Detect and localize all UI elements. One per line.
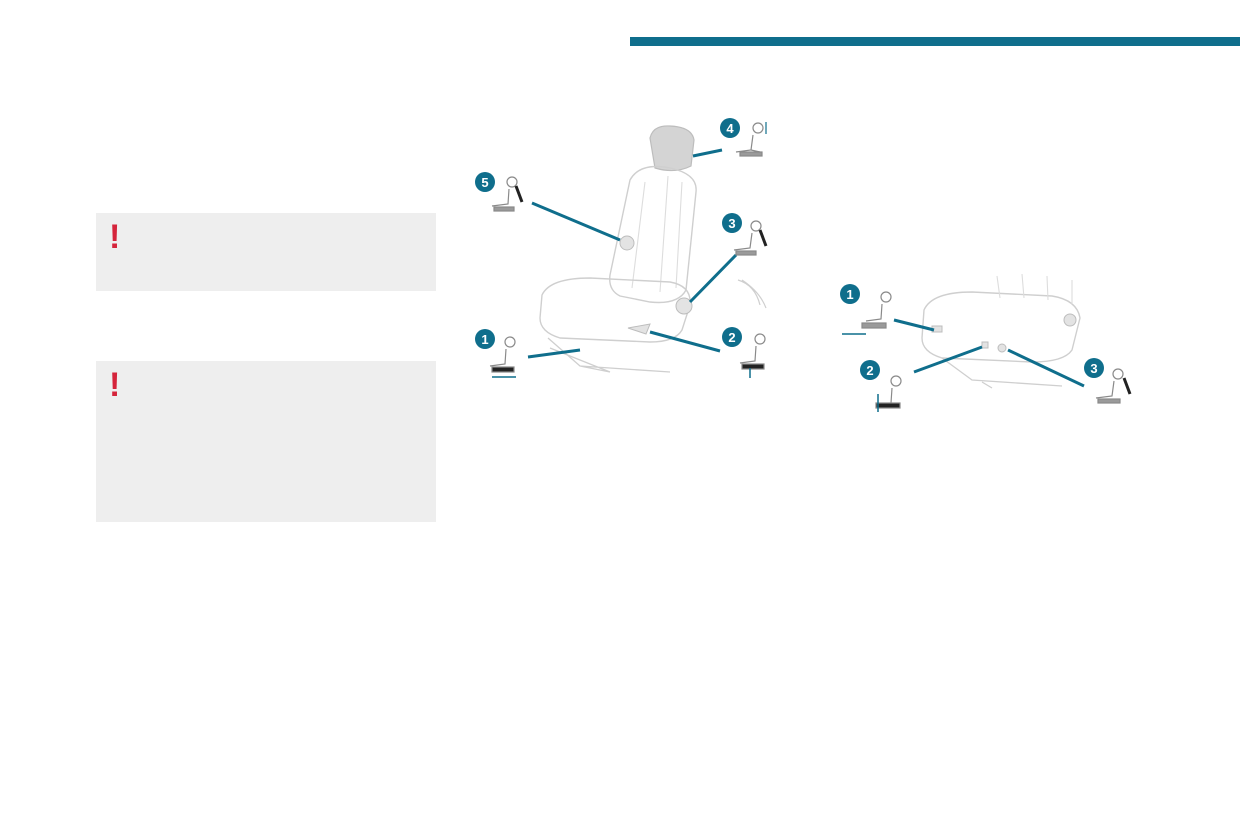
warning-box-1: ! bbox=[96, 213, 436, 291]
leader-line-4 bbox=[692, 148, 723, 158]
height-lever bbox=[627, 323, 651, 335]
svg-text:3: 3 bbox=[1090, 361, 1097, 376]
leader-line-2 bbox=[913, 345, 983, 374]
callout-3: 3 bbox=[722, 213, 742, 233]
header-accent-bar bbox=[630, 37, 1240, 46]
svg-text:1: 1 bbox=[846, 287, 853, 302]
seat-cushion bbox=[539, 277, 691, 343]
exclamation-icon: ! bbox=[109, 366, 121, 404]
pictogram-lumbar bbox=[491, 176, 524, 212]
svg-text:5: 5 bbox=[481, 175, 488, 190]
leader-line-1 bbox=[893, 318, 935, 332]
seat-cushion bbox=[921, 291, 1081, 363]
svg-text:3: 3 bbox=[728, 216, 735, 231]
pictogram-backrest-angle bbox=[733, 220, 768, 256]
leader-line-5 bbox=[531, 201, 621, 242]
pictogram-seat-height bbox=[739, 333, 766, 378]
exclamation-icon: ! bbox=[109, 218, 121, 256]
pictogram-fore-aft bbox=[842, 291, 892, 335]
svg-text:2: 2 bbox=[866, 363, 873, 378]
seat-rails bbox=[547, 337, 671, 373]
seat-headrest bbox=[649, 125, 695, 172]
callout-5: 5 bbox=[475, 172, 495, 192]
svg-text:4: 4 bbox=[726, 121, 734, 136]
pictogram-headrest-height bbox=[735, 122, 767, 157]
callout-2: 2 bbox=[860, 360, 880, 380]
callout-3: 3 bbox=[1084, 358, 1104, 378]
callout-2: 2 bbox=[722, 327, 742, 347]
rear-seat-illustration: 1 2 3 bbox=[832, 270, 1152, 420]
warning-box-2: ! bbox=[96, 361, 436, 522]
pictogram-seat-height bbox=[875, 375, 902, 412]
seat-backrest bbox=[609, 165, 697, 304]
callout-1: 1 bbox=[840, 284, 860, 304]
lumbar-knob bbox=[619, 235, 635, 251]
leader-line-2 bbox=[649, 330, 721, 353]
callout-1: 1 bbox=[475, 329, 495, 349]
svg-text:1: 1 bbox=[481, 332, 488, 347]
callout-4: 4 bbox=[720, 118, 740, 138]
pictogram-backrest-angle bbox=[1095, 368, 1132, 404]
pictogram-fore-aft bbox=[489, 336, 516, 378]
leader-line-3 bbox=[1007, 348, 1085, 388]
leader-line-1 bbox=[527, 348, 581, 359]
backrest-knob bbox=[675, 297, 693, 315]
leader-line-3 bbox=[688, 253, 738, 304]
front-seat-illustration: 4 5 3 1 2 bbox=[470, 110, 790, 410]
svg-text:2: 2 bbox=[728, 330, 735, 345]
